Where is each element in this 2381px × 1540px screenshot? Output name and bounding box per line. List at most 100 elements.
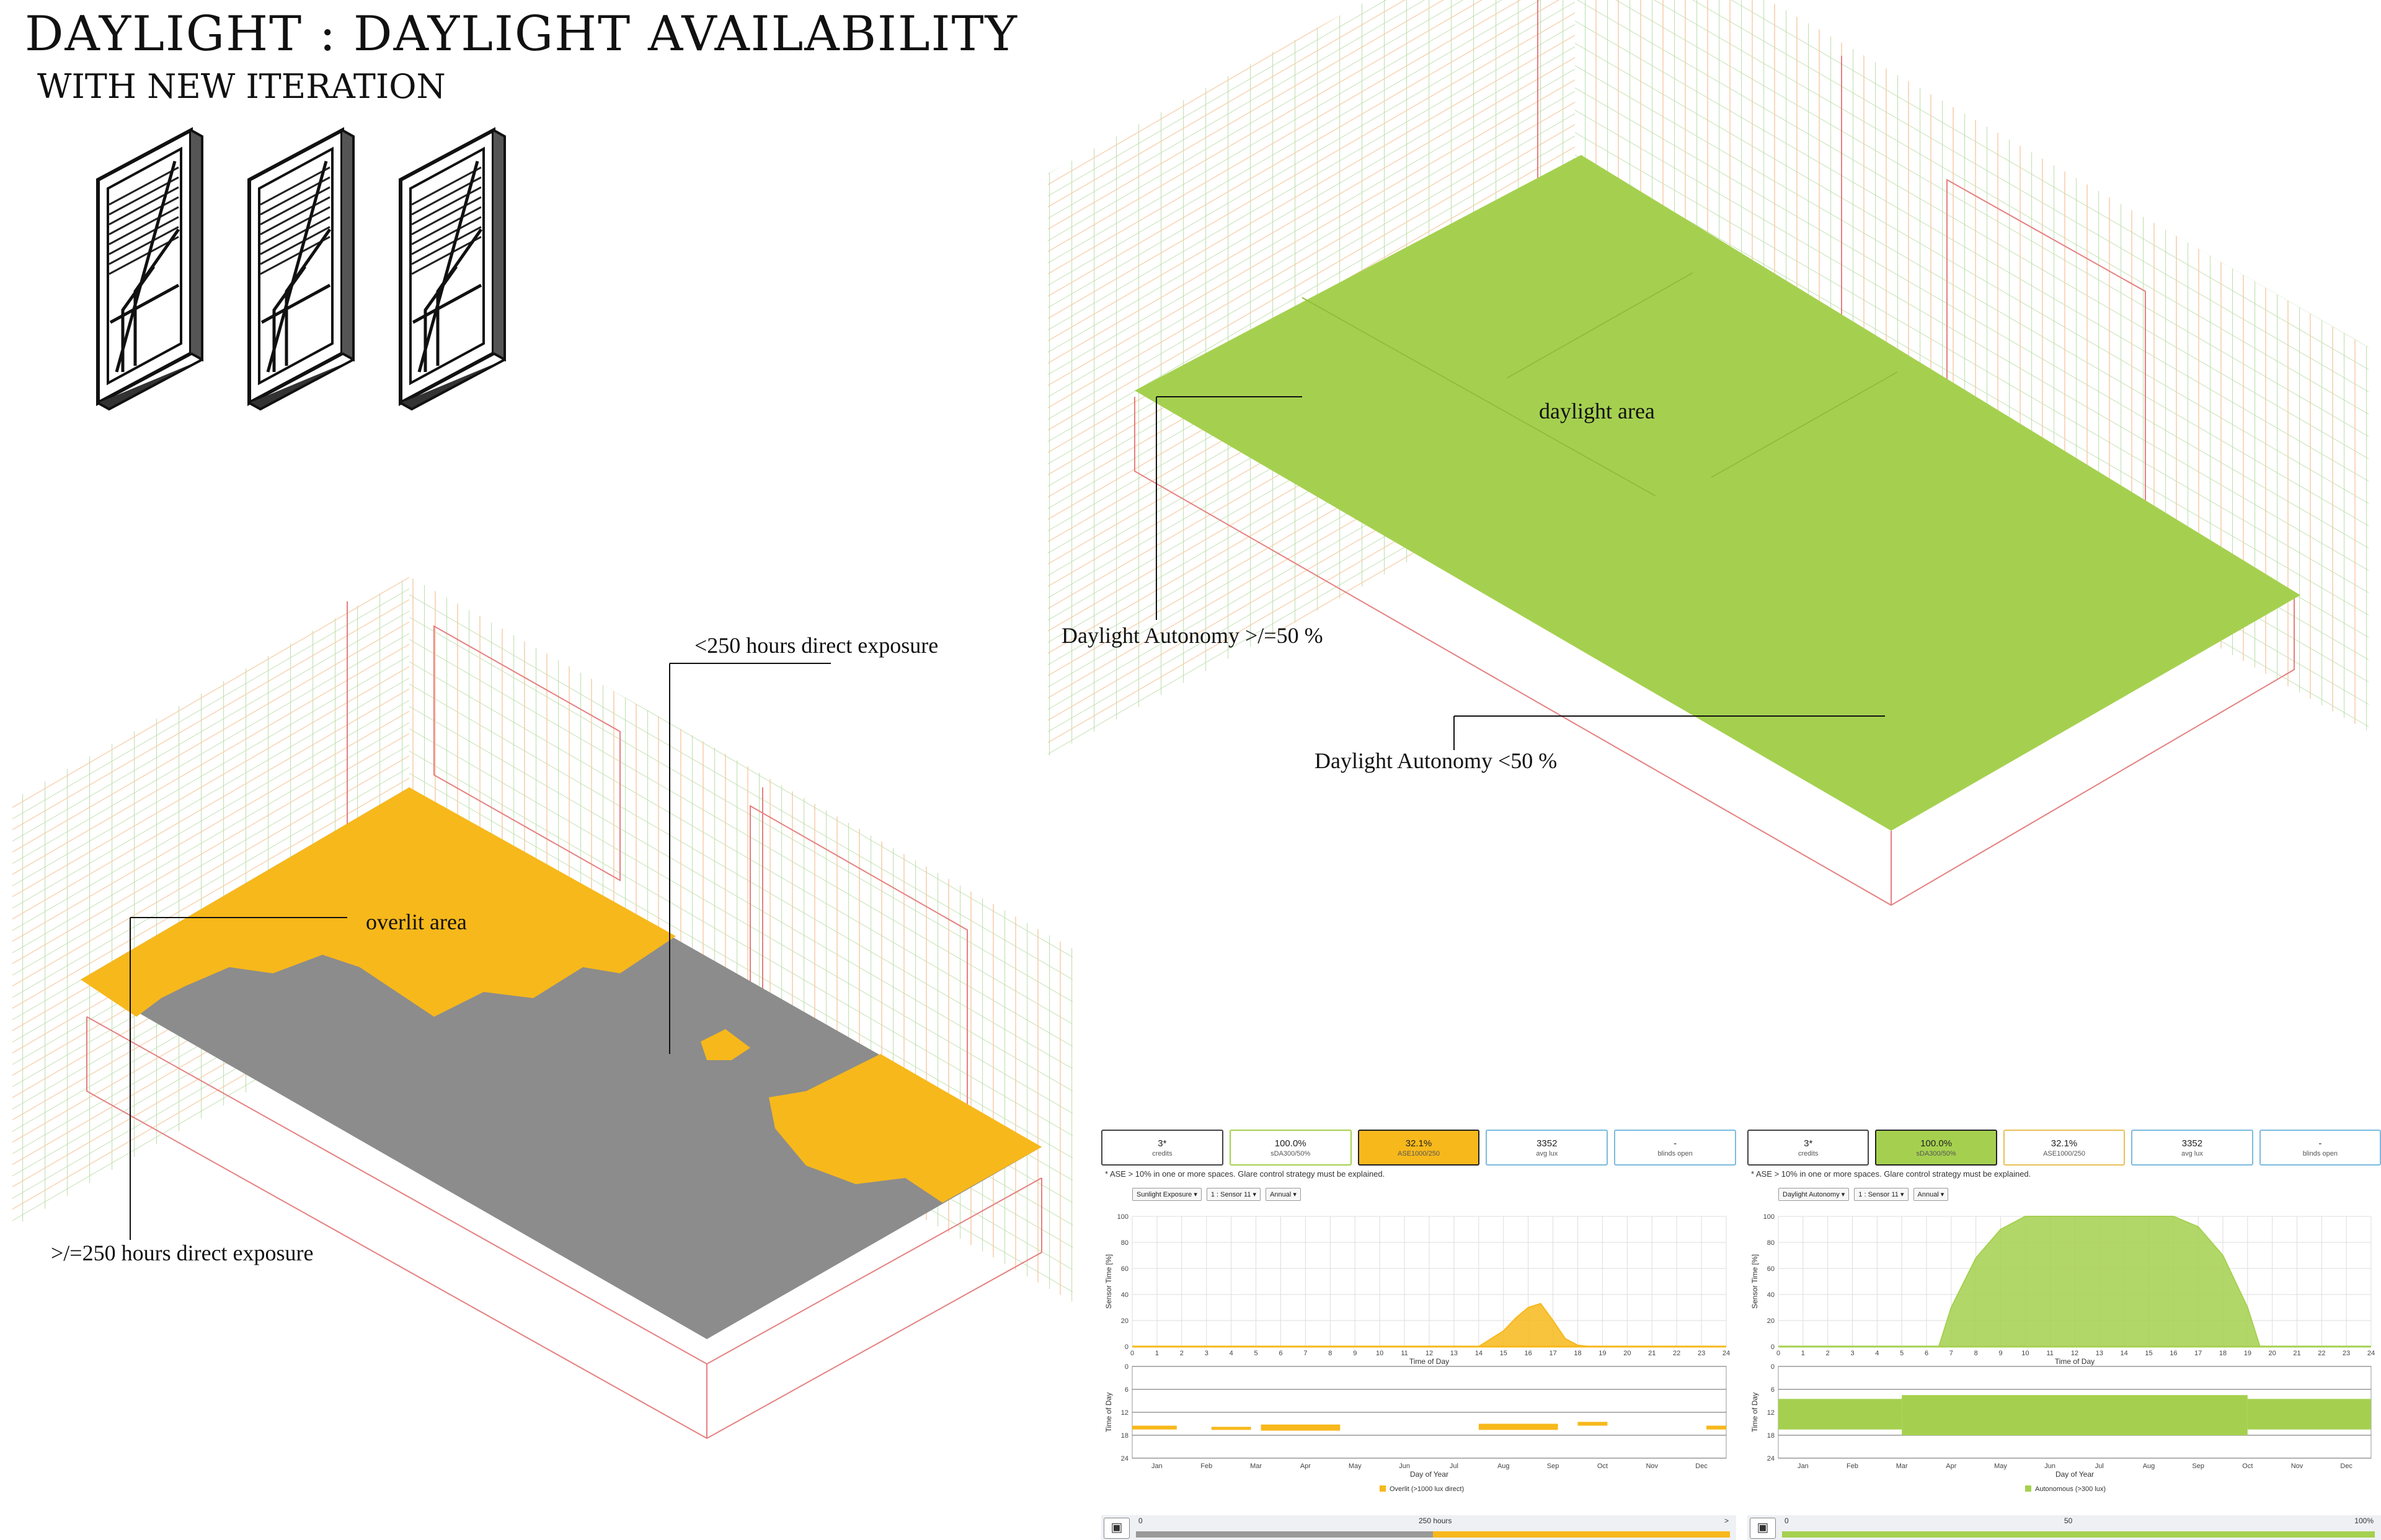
x-tick-label: 1: [1155, 1350, 1159, 1357]
metric-label: ASE1000/250: [1398, 1149, 1440, 1157]
month-label: May: [1994, 1463, 2007, 1470]
heatmap-band: [1902, 1395, 2248, 1435]
y-tick-label: 60: [1121, 1265, 1128, 1273]
label-ge250-hours: >/=250 hours direct exposure: [51, 1241, 314, 1265]
metric-label: sDA300/50%: [1270, 1149, 1311, 1157]
heatmap-band: [1261, 1424, 1341, 1431]
control-select-0[interactable]: Daylight Autonomy ▾: [1778, 1188, 1850, 1201]
monitor-icon[interactable]: ▣: [1750, 1518, 1776, 1539]
metric-label: avg lux: [1536, 1149, 1558, 1157]
x-axis-label: Time of Day: [1409, 1357, 1449, 1366]
label-da-lt50: Daylight Autonomy <50 %: [1315, 748, 1558, 773]
metric-card-0[interactable]: 3*credits: [1101, 1130, 1223, 1166]
control-select-1[interactable]: 1 : Sensor 11 ▾: [1854, 1188, 1909, 1201]
y-tick-label: 40: [1767, 1291, 1775, 1299]
x-tick-label: 17: [2194, 1350, 2202, 1357]
month-label: Mar: [1896, 1463, 1908, 1470]
x-tick-label: 23: [1698, 1350, 1705, 1357]
control-select-2[interactable]: Annual ▾: [1266, 1188, 1301, 1201]
slider-start-label: 0: [1785, 1516, 1789, 1525]
heatmap-band: [1778, 1399, 1902, 1430]
month-label: Dec: [2340, 1463, 2352, 1470]
control-select-2[interactable]: Annual ▾: [1913, 1188, 1949, 1201]
slider-fill: [1782, 1531, 2375, 1538]
month-label: Jan: [1151, 1463, 1163, 1470]
heatmap-y-tick: 18: [1121, 1432, 1128, 1440]
heatmap-band: [2247, 1399, 2371, 1430]
x-tick-label: 20: [1623, 1350, 1631, 1357]
x-tick-label: 6: [1279, 1350, 1282, 1357]
area-series: [1778, 1216, 2371, 1347]
window-iteration-icon-3: [401, 130, 505, 409]
y-tick-label: 80: [1121, 1239, 1128, 1247]
metric-card-4[interactable]: -blinds open: [1614, 1130, 1736, 1166]
control-select-1[interactable]: 1 : Sensor 11 ▾: [1206, 1188, 1261, 1201]
label-daylight-area: daylight area: [1539, 399, 1655, 423]
slider-end-label: >: [1724, 1516, 1729, 1525]
heatmap-y-tick: 0: [1125, 1363, 1128, 1371]
metric-value: -: [2318, 1138, 2322, 1149]
metric-value: 100.0%: [1274, 1138, 1306, 1149]
month-label: Nov: [2291, 1463, 2303, 1470]
overlit-area-corner: [769, 1054, 1042, 1203]
metric-label: avg lux: [2181, 1149, 2203, 1157]
legend-swatch: [1380, 1485, 1386, 1492]
x-tick-label: 16: [1525, 1350, 1532, 1357]
daylight-area-floor: [1135, 155, 2300, 831]
metric-value: 32.1%: [2051, 1138, 2078, 1149]
metric-card-0[interactable]: 3*credits: [1747, 1130, 1869, 1166]
slider-track[interactable]: [1136, 1531, 1730, 1538]
heatmap-y-tick: 12: [1767, 1409, 1775, 1417]
window-iteration-icon-1: [98, 130, 202, 409]
month-label: Aug: [1497, 1463, 1510, 1470]
y-tick-label: 40: [1121, 1291, 1128, 1299]
label-da-ge50: Daylight Autonomy >/=50 %: [1062, 623, 1323, 648]
sunlight-exposure-model: [12, 577, 1073, 1440]
month-label: Oct: [2242, 1463, 2253, 1470]
slider-track[interactable]: [1782, 1531, 2375, 1538]
x-tick-label: 14: [1475, 1350, 1483, 1357]
metric-value: 3352: [1536, 1138, 1558, 1149]
x-tick-label: 4: [1230, 1350, 1233, 1357]
heatmap-band: [1132, 1425, 1177, 1430]
daylight-autonomy-model: [1048, 0, 2369, 906]
month-label: Jan: [1798, 1463, 1809, 1470]
month-label: Jun: [2044, 1463, 2055, 1470]
control-select-0[interactable]: Sunlight Exposure ▾: [1132, 1188, 1202, 1201]
legend-label: Overlit (>1000 lux direct): [1390, 1485, 1464, 1493]
metric-card-1[interactable]: 100.0%sDA300/50%: [1229, 1130, 1352, 1166]
x-tick-label: 5: [1254, 1350, 1258, 1357]
month-label: Dec: [1695, 1463, 1708, 1470]
metric-label: sDA300/50%: [1916, 1149, 1956, 1157]
x-tick-label: 13: [2096, 1350, 2103, 1357]
month-label: Jun: [1399, 1463, 1410, 1470]
y-tick-label: 80: [1767, 1239, 1775, 1247]
metric-card-4[interactable]: -blinds open: [2259, 1130, 2381, 1166]
x-tick-label: 14: [2121, 1350, 2128, 1357]
label-overlit-area: overlit area: [366, 909, 467, 934]
metric-label: ASE1000/250: [2043, 1149, 2085, 1157]
month-label: Oct: [1597, 1463, 1608, 1470]
monitor-icon[interactable]: ▣: [1104, 1518, 1130, 1539]
metric-card-2[interactable]: 32.1%ASE1000/250: [2003, 1130, 2126, 1166]
month-label: Apr: [1300, 1463, 1311, 1470]
legend-swatch: [2025, 1485, 2031, 1492]
x-tick-label: 2: [1180, 1350, 1184, 1357]
x-tick-label: 23: [2343, 1350, 2350, 1357]
y-tick-label: 20: [1767, 1317, 1775, 1325]
metric-card-1[interactable]: 100.0%sDA300/50%: [1875, 1130, 1997, 1166]
x-tick-label: 0: [1130, 1350, 1134, 1357]
x-tick-label: 24: [2367, 1350, 2375, 1357]
x-tick-label: 21: [2293, 1350, 2300, 1357]
x-tick-label: 0: [1776, 1350, 1780, 1357]
overlit-area-top: [81, 787, 676, 1017]
heatmap-y-tick: 0: [1771, 1363, 1775, 1371]
x-tick-label: 21: [1648, 1350, 1656, 1357]
x-tick-label: 16: [2170, 1350, 2177, 1357]
heatmap-y-tick: 18: [1767, 1432, 1775, 1440]
metric-card-2[interactable]: 32.1%ASE1000/250: [1357, 1130, 1480, 1166]
